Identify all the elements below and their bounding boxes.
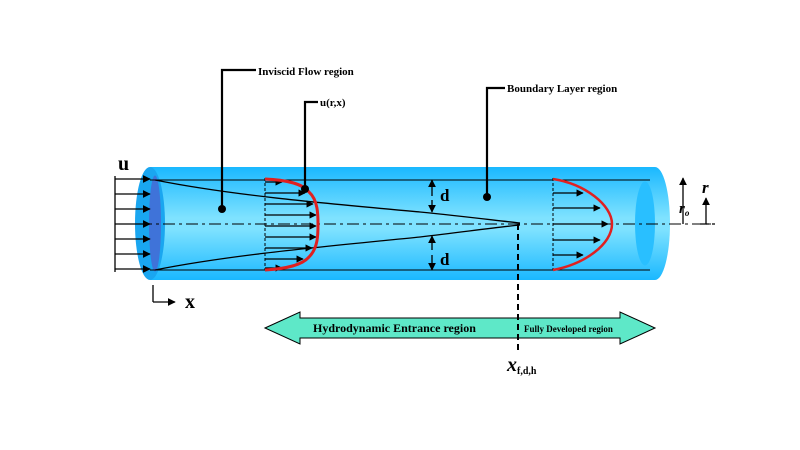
pipe-radius-label: ro <box>679 201 690 218</box>
developing-velocity-profile <box>264 177 320 272</box>
radial-coordinate-label: r <box>702 178 709 197</box>
x-axis-indicator <box>152 285 176 306</box>
velocity-profile-label: u(r,x) <box>320 97 346 109</box>
pipe-inlet-face <box>149 175 161 272</box>
inlet-velocity-label: u <box>118 153 129 175</box>
region-arrow <box>263 224 657 352</box>
profile-marker-dot <box>301 185 309 193</box>
radius-indicators <box>679 177 718 225</box>
inlet-velocity-arrows <box>114 175 151 273</box>
entry-length-label: xf,d,h <box>506 354 537 377</box>
fully-developed-velocity-profile <box>552 177 614 272</box>
pipe-outlet-face <box>635 181 655 266</box>
boundary-layer-label: Boundary Layer region <box>507 83 617 95</box>
inviscid-marker-dot <box>218 205 226 213</box>
developed-region-label: Fully Developed region <box>524 324 613 334</box>
boundary-layer-edges <box>154 179 521 271</box>
entrance-region-label: Hydrodynamic Entrance region <box>313 321 476 335</box>
inviscid-flow-label: Inviscid Flow region <box>258 66 354 78</box>
thickness-label-top: d <box>440 186 450 205</box>
thickness-label-bottom: d <box>440 250 450 269</box>
x-axis-label: x <box>185 291 195 313</box>
callout-leaders <box>220 68 505 208</box>
boundary-marker-dot <box>483 193 491 201</box>
